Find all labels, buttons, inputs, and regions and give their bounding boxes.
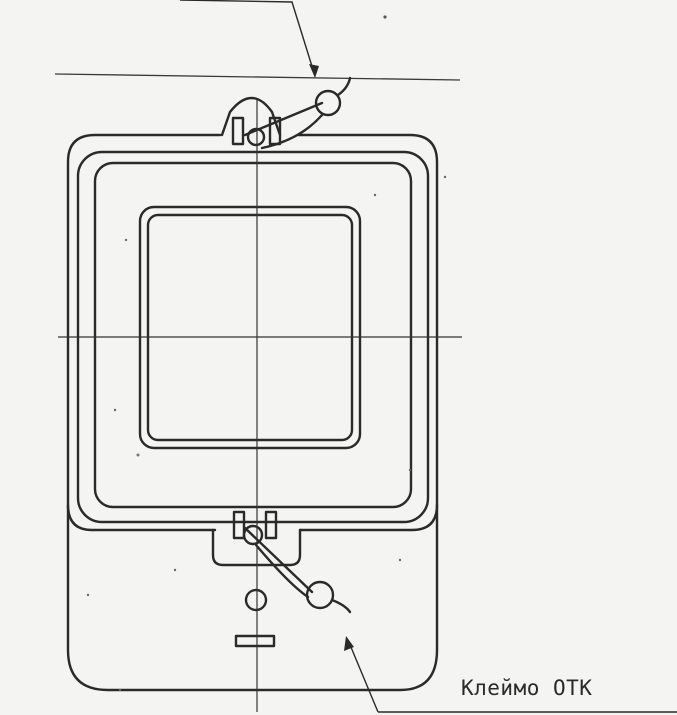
otk-leader-arrow: [344, 636, 354, 651]
housing-lower: [66, 503, 439, 692]
bottom-lug-slot-right: [264, 510, 278, 540]
top-wire-a: [243, 101, 324, 137]
top-lug: [220, 96, 282, 137]
bottom-wire-b: [254, 543, 310, 599]
top-wire-b: [260, 113, 324, 150]
reference-line: [54, 73, 461, 81]
window-inner: [146, 213, 354, 442]
stamp-slot: [234, 634, 276, 648]
top-leader-arrow: [309, 64, 319, 78]
otk-stamp-label: Клеймо ОТК: [461, 676, 593, 700]
bottom-wire-a: [243, 526, 314, 594]
housing-outer-right: [296, 133, 439, 532]
bottom-screw: [242, 524, 264, 546]
top-leader-line: [179, 0, 316, 77]
terminal-screw: [244, 588, 268, 612]
bottom-seal: [305, 580, 335, 610]
window-outer: [138, 205, 362, 450]
otk-leader-line: [347, 639, 379, 713]
bottom-lug-slot-left: [232, 510, 246, 540]
top-seal: [314, 89, 342, 117]
top-screw: [246, 127, 266, 147]
top-lug-slot-left: [231, 116, 245, 146]
bottom-seal-tail: [330, 598, 352, 614]
top-seal-tail: [336, 76, 352, 97]
frame-inner: [93, 161, 413, 509]
housing-outer-left: [66, 133, 222, 532]
